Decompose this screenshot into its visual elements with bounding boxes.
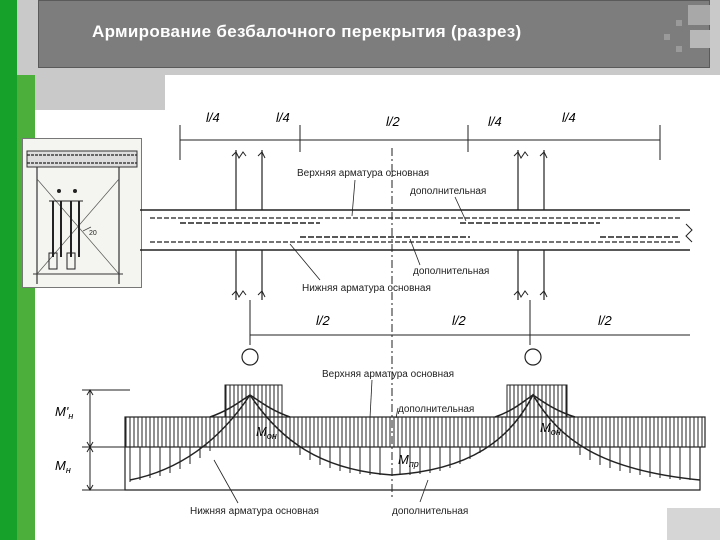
leader-line — [351, 179, 356, 217]
decor-square — [688, 5, 710, 25]
label-bottom-extra-rebar-2: дополнительная — [392, 506, 468, 517]
decor-dot — [664, 34, 670, 40]
span-dimension-line — [249, 300, 690, 345]
label-top-extra-rebar: дополнительная — [410, 186, 486, 197]
page-title: Армирование безбалочного перекрытия (раз… — [92, 22, 522, 41]
moment-pr-label: Mпр — [398, 452, 419, 469]
label-top-main-rebar-2: Верхняя арматура основная — [322, 369, 454, 380]
moment-support-label: M'н — [55, 404, 73, 421]
column-axis-marker — [524, 348, 542, 366]
span-label: l/2 — [452, 313, 467, 328]
label-bottom-extra-rebar: дополнительная — [413, 266, 489, 277]
leader-line — [289, 243, 321, 281]
leader-line — [409, 238, 421, 266]
moment-on-label-right: Mон — [540, 420, 561, 437]
span-label: l/2 — [598, 313, 613, 328]
column-detail-drawing: 20 — [26, 150, 138, 284]
inset-label-20: 20 — [89, 230, 97, 237]
leader-line — [369, 379, 373, 419]
slab-elevation — [140, 209, 693, 251]
decor-dot — [676, 20, 682, 26]
title-box — [38, 0, 710, 68]
column-left-top — [231, 150, 266, 300]
span-label: l/4 — [206, 110, 220, 125]
leader-line — [213, 459, 239, 504]
label-bottom-main-rebar-2: Нижняя арматура основная — [190, 506, 319, 517]
leader-line — [419, 479, 429, 503]
column-right-top — [513, 150, 548, 300]
decor-dot — [676, 46, 682, 52]
leader-line — [395, 407, 399, 419]
span-label: l/4 — [562, 110, 576, 125]
span-label: l/4 — [276, 110, 290, 125]
header-step — [35, 75, 165, 110]
moment-diagram — [82, 384, 706, 491]
span-label: l/2 — [386, 114, 401, 129]
top-dimension-line — [179, 125, 661, 160]
leader-line — [454, 196, 467, 222]
moment-on-label-left: Mон — [256, 424, 277, 441]
green-sidebar-bar — [0, 0, 17, 540]
label-top-main-rebar: Верхняя арматура основная — [297, 168, 429, 179]
label-bottom-main-rebar: Нижняя арматура основная — [302, 283, 431, 294]
label-top-extra-rebar-2: дополнительная — [398, 404, 474, 415]
column-axis-marker — [241, 348, 259, 366]
moment-span-label: Mн — [55, 458, 71, 475]
footer-decor — [667, 508, 720, 540]
decor-square-2 — [690, 30, 710, 48]
span-label: l/2 — [316, 313, 331, 328]
span-label: l/4 — [488, 114, 502, 129]
column-detail-inset: 20 — [22, 138, 142, 288]
